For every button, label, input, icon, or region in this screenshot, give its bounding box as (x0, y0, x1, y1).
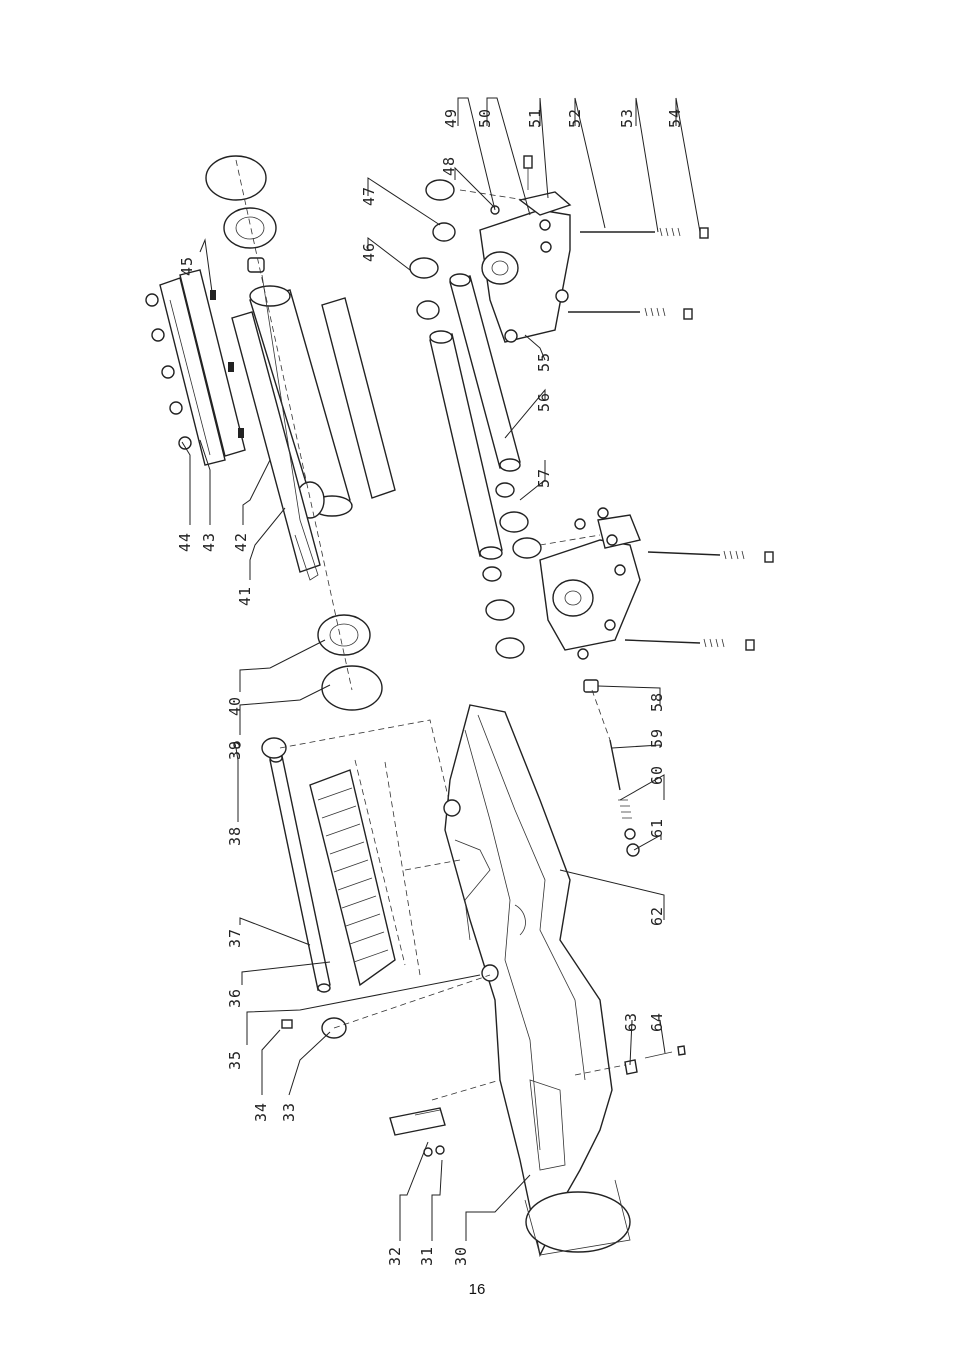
callout-54: 54 (666, 108, 684, 128)
callout-43: 43 (200, 532, 218, 552)
machine-bed (443, 704, 631, 1258)
callout-labels: 30 31 32 33 34 35 36 37 38 39 40 41 42 4… (176, 108, 684, 1266)
callout-57: 57 (535, 468, 553, 488)
callout-51: 51 (526, 108, 544, 128)
callout-58: 58 (648, 692, 666, 712)
callout-45: 45 (178, 256, 196, 276)
callout-33: 33 (280, 1102, 298, 1122)
callout-55: 55 (535, 352, 553, 372)
callout-59: 59 (648, 728, 666, 748)
callout-50: 50 (476, 108, 494, 128)
callout-32: 32 (386, 1246, 404, 1266)
callout-38: 38 (226, 826, 244, 846)
callout-64: 64 (648, 1012, 666, 1032)
callout-49: 49 (442, 108, 460, 128)
callout-34: 34 (252, 1102, 270, 1122)
feed-rollers (429, 273, 529, 621)
callout-30: 30 (452, 1246, 470, 1266)
callout-61: 61 (648, 818, 666, 838)
lock-lever (389, 1045, 686, 1157)
callout-46: 46 (360, 242, 378, 262)
knife-assembly (145, 269, 246, 466)
gearbox-lower (539, 507, 641, 660)
page-number: 16 (468, 1281, 486, 1298)
callout-44: 44 (176, 532, 194, 552)
callout-42: 42 (232, 532, 250, 552)
callout-62: 62 (648, 906, 666, 926)
callout-35: 35 (226, 1050, 244, 1070)
cutter-head (231, 257, 396, 581)
callout-60: 60 (648, 765, 666, 785)
adjust-bolts-upper (568, 227, 709, 320)
adjust-bolts-lower (624, 550, 774, 651)
gearbox-upper (459, 155, 572, 343)
callout-41: 41 (236, 586, 254, 606)
callout-leaders (181, 97, 701, 1241)
tension-assembly (583, 679, 640, 857)
callout-63: 63 (622, 1012, 640, 1032)
bearings (205, 155, 383, 711)
callout-39: 39 (226, 740, 244, 760)
callout-47: 47 (360, 186, 378, 206)
callout-40: 40 (226, 696, 244, 716)
callout-31: 31 (418, 1246, 436, 1266)
callout-52: 52 (566, 108, 584, 128)
callout-36: 36 (226, 988, 244, 1008)
chip-breaker (309, 759, 406, 987)
callout-48: 48 (440, 156, 458, 176)
callout-56: 56 (535, 392, 553, 412)
bushings (409, 179, 542, 659)
callout-53: 53 (618, 108, 636, 128)
callout-37: 37 (226, 928, 244, 948)
